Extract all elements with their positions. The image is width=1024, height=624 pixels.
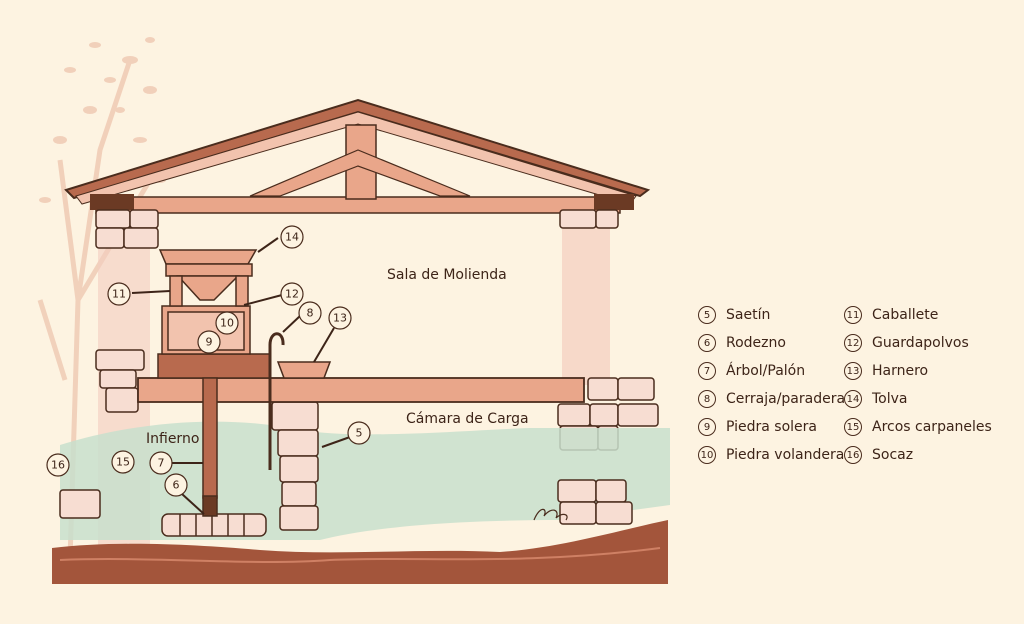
hopper [158, 249, 258, 307]
legend-number: 12 [844, 334, 862, 352]
svg-text:6: 6 [173, 479, 180, 492]
legend-item: 15 Arcos carpaneles [844, 413, 992, 441]
callout-16: 16 [46, 453, 70, 477]
legend-label: Saetín [726, 307, 771, 323]
leader-lines [131, 237, 351, 515]
svg-text:14: 14 [285, 231, 299, 244]
legend-item: 7 Árbol/Palón [698, 357, 845, 385]
ground [52, 520, 668, 584]
callout-9: 9 [197, 330, 221, 354]
callout-15: 15 [111, 450, 135, 474]
legend-item: 6 Rodezno [698, 329, 845, 357]
legend-number: 7 [698, 362, 716, 380]
svg-text:9: 9 [206, 336, 213, 349]
roof [64, 98, 651, 214]
svg-text:7: 7 [158, 457, 165, 470]
stone-pillar-left [95, 209, 159, 413]
label-infierno: Infierno [146, 431, 199, 447]
legend-number: 10 [698, 446, 716, 464]
back-pillar-right [562, 215, 610, 385]
legend-item: 16 Socaz [844, 441, 992, 469]
legend-label: Harnero [872, 363, 929, 379]
legend-label: Piedra volandera [726, 447, 845, 463]
callout-13: 13 [328, 306, 352, 330]
legend-item: 10 Piedra volandera [698, 441, 845, 469]
legend-number: 9 [698, 418, 716, 436]
svg-text:8: 8 [307, 307, 314, 320]
legend-number: 11 [844, 306, 862, 324]
svg-text:12: 12 [285, 288, 299, 301]
callout-12: 12 [280, 282, 304, 306]
svg-text:10: 10 [220, 317, 234, 330]
label-sala-de-molienda: Sala de Molienda [387, 267, 507, 283]
legend-label: Árbol/Palón [726, 363, 806, 379]
legend-number: 13 [844, 362, 862, 380]
legend-label: Guardapolvos [872, 335, 969, 351]
callout-11: 11 [107, 282, 131, 306]
callout-5: 5 [347, 421, 371, 445]
legend-item: 11 Caballete [844, 301, 992, 329]
svg-text:15: 15 [116, 456, 130, 469]
legend-number: 6 [698, 334, 716, 352]
legend-item: 13 Harnero [844, 357, 992, 385]
svg-text:5: 5 [356, 427, 363, 440]
legend-label: Cerraja/paradera [726, 391, 846, 407]
legend-item: 14 Tolva [844, 385, 992, 413]
shaft [202, 377, 218, 499]
legend-label: Arcos carpaneles [872, 419, 992, 435]
legend-number: 14 [844, 390, 862, 408]
svg-text:13: 13 [333, 312, 347, 325]
legend-item: 12 Guardapolvos [844, 329, 992, 357]
lower-stone-wall [59, 401, 633, 531]
legend-label: Rodezno [726, 335, 786, 351]
callout-14: 14 [280, 225, 304, 249]
legend-item: 9 Piedra solera [698, 413, 845, 441]
floor-slab [157, 353, 271, 379]
legend-column-left: 5 Saetín 6 Rodezno 7 Árbol/Palón 8 Cerraja/p… [698, 301, 845, 469]
legend-number: 8 [698, 390, 716, 408]
svg-text:16: 16 [51, 459, 65, 472]
legend-item: 8 Cerraja/paradera [698, 385, 845, 413]
label-camara-de-carga: Cámara de Carga [406, 411, 529, 427]
callout-6: 6 [164, 473, 188, 497]
legend-label: Socaz [872, 447, 914, 463]
cerraja-rod [268, 332, 285, 470]
legend-column-right: 11 Caballete 12 Guardapolvos 13 Harnero 14 T… [844, 301, 992, 469]
svg-text:11: 11 [112, 288, 126, 301]
legend-number: 15 [844, 418, 862, 436]
callout-7: 7 [149, 451, 173, 475]
callout-10: 10 [215, 311, 239, 335]
legend-number: 5 [698, 306, 716, 324]
harnero [276, 361, 332, 379]
callout-8: 8 [298, 301, 322, 325]
rodezno-wheel [161, 495, 267, 537]
artist-signature [533, 508, 568, 521]
legend-label: Piedra solera [726, 419, 818, 435]
legend-item: 5 Saetín [698, 301, 845, 329]
legend-label: Caballete [872, 307, 939, 323]
legend-label: Tolva [872, 391, 908, 407]
legend-number: 16 [844, 446, 862, 464]
